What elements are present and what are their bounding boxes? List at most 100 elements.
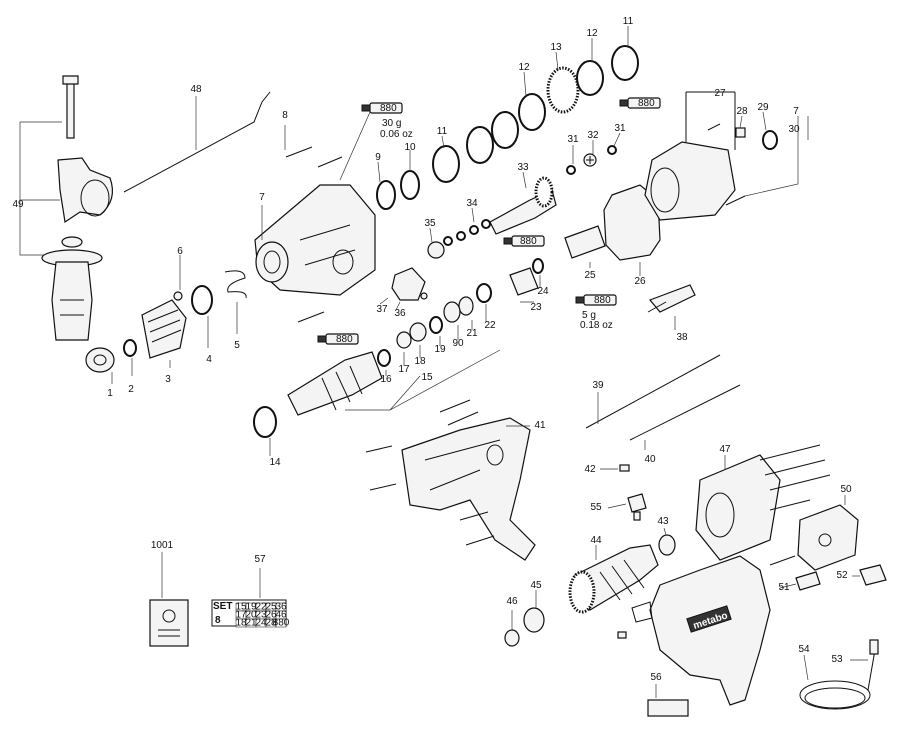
callout-29: 29 — [757, 102, 769, 113]
callout-53: 53 — [831, 654, 843, 665]
callout-54: 54 — [798, 644, 810, 655]
callout-1001: 1001 — [151, 540, 174, 551]
dust-cap — [85, 347, 115, 373]
small-bearing — [504, 629, 520, 647]
callout-10: 10 — [404, 142, 416, 153]
callout-31: 31 — [614, 123, 626, 134]
grease-tube-1: 880 30 g 0.06 oz — [339, 102, 413, 181]
set-cell: 24 — [255, 618, 267, 629]
set-cell: 21 — [245, 618, 257, 629]
set-card-numeral: 8 — [215, 615, 221, 626]
callout-57: 57 — [254, 554, 266, 565]
callout-12: 12 — [586, 28, 598, 39]
set-cell: 18 — [235, 618, 247, 629]
callout-40: 40 — [644, 454, 656, 465]
set-cell: 22 — [255, 602, 267, 613]
callout-25: 25 — [584, 270, 596, 281]
set-cell: 23 — [255, 610, 267, 621]
handle-grip — [51, 261, 93, 341]
grease-amount-oz-2: 0.18 oz — [580, 320, 613, 331]
grease-code-1: 880 — [380, 103, 397, 114]
set-cell: 28 — [265, 618, 277, 629]
spring — [224, 270, 247, 299]
manual-booklet — [149, 552, 189, 647]
callout-50: 50 — [840, 484, 852, 495]
callout-90: 90 — [452, 338, 464, 349]
set-cell: 46 — [275, 610, 287, 621]
callout-34: 34 — [466, 198, 478, 209]
set-cell: 36 — [275, 602, 287, 613]
grease-code-3: 880 — [638, 98, 655, 109]
callout-33: 33 — [517, 162, 529, 173]
set-cell: 19 — [245, 602, 257, 613]
callout-45: 45 — [530, 580, 542, 591]
front-parts-group — [85, 255, 247, 384]
callout-28: 28 — [736, 106, 748, 117]
o-ring — [253, 406, 277, 438]
armature — [568, 544, 659, 614]
retaining-ring — [123, 339, 137, 357]
callout-31: 31 — [567, 134, 579, 145]
callout-22: 22 — [484, 320, 496, 331]
motor-housing — [644, 91, 809, 221]
callout-4: 4 — [206, 354, 212, 365]
grease-tube-4: 880 — [503, 235, 545, 247]
stator — [695, 444, 831, 561]
grease-tube-5: 880 — [317, 333, 359, 345]
power-cable — [799, 639, 879, 710]
depth-stop-rod — [123, 91, 271, 193]
callout-17: 17 — [398, 364, 410, 375]
callout-23: 23 — [530, 302, 542, 313]
set-cell-box — [275, 618, 287, 628]
callout-8: 8 — [282, 110, 288, 121]
handle-clamp — [57, 157, 113, 224]
callout-3: 3 — [165, 374, 171, 385]
callout-6: 6 — [177, 246, 183, 257]
grease-code-2: 880 — [594, 295, 611, 306]
grease-code-5: 880 — [336, 334, 353, 345]
callout-49: 49 — [12, 199, 24, 210]
callout-7: 7 — [259, 192, 265, 203]
trigger-switch — [769, 495, 859, 571]
piston — [564, 225, 606, 259]
callout-55: 55 — [590, 502, 602, 513]
callout-39: 39 — [592, 380, 604, 391]
set-cell: 17 — [235, 610, 247, 621]
callout-12: 12 — [518, 62, 530, 73]
ball — [173, 291, 183, 301]
grease-tube-3: 880 — [619, 97, 661, 109]
housing-screws — [284, 125, 343, 323]
handle-housing — [365, 399, 536, 561]
side-handle-assembly — [19, 75, 113, 341]
callout-47: 47 — [719, 444, 731, 455]
carbon-brush-rods — [585, 354, 741, 450]
callout-43: 43 — [657, 516, 669, 527]
callout-11: 11 — [623, 16, 634, 27]
callout-37: 37 — [376, 304, 388, 315]
cap — [795, 571, 821, 591]
callout-38: 38 — [676, 332, 688, 343]
callout-26: 26 — [634, 276, 646, 287]
callout-44: 44 — [590, 535, 602, 546]
selector-switch — [379, 267, 428, 311]
grease-amount-2: 5 g — [582, 310, 596, 321]
callout-5: 5 — [234, 340, 240, 351]
callout-35: 35 — [424, 218, 436, 229]
spindle — [287, 351, 383, 416]
callout-7: 7 — [793, 106, 799, 117]
grease-tube-2: 880 5 g 0.18 oz — [575, 294, 617, 331]
callout-48: 48 — [190, 84, 202, 95]
callout-27: 27 — [714, 88, 726, 99]
grease-amount-1: 30 g — [382, 118, 401, 129]
washer — [191, 285, 213, 315]
motor-body: metabo — [617, 555, 771, 706]
callout-46: 46 — [506, 596, 518, 607]
bearing — [658, 534, 676, 556]
callout-56: 56 — [650, 672, 662, 683]
handle-bolt — [66, 81, 75, 139]
callout-32: 32 — [587, 130, 599, 141]
